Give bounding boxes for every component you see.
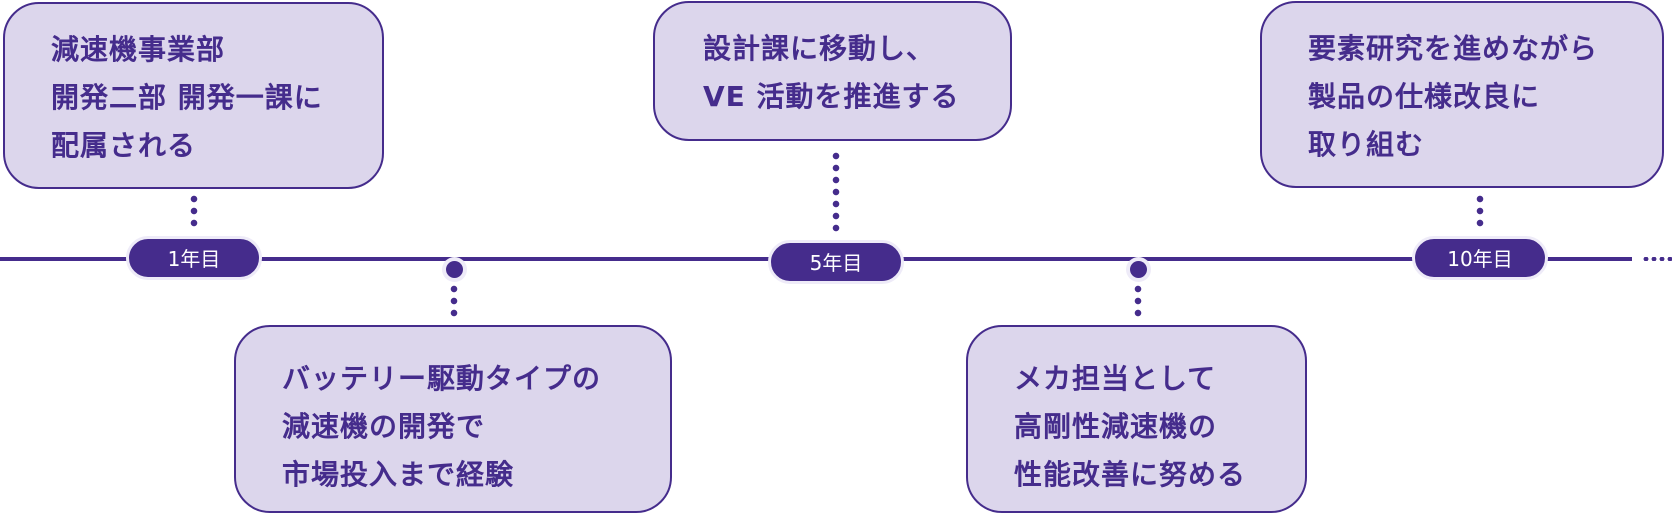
card-text-line: バッテリー駆動タイプの (282, 362, 602, 395)
timeline-card-year1: 減速機事業部 開発二部 開発一課に 配属される (3, 2, 384, 189)
card-text-line: 開発二部 開発一課に (51, 81, 323, 114)
timeline-card-year5: 設計課に移動し、 VE 活動を推進する (653, 1, 1012, 141)
card-text-line: 市場投入まで経験 (282, 458, 515, 491)
timeline-continuation-dots (1642, 257, 1672, 261)
card-text-line: 設計課に移動し、 (703, 32, 936, 65)
card-text-line: 性能改善に努める (1014, 458, 1247, 491)
card-text-line: 製品の仕様改良に (1308, 80, 1541, 113)
dotted-connector (1134, 283, 1142, 319)
timeline-card-battery-reducer: バッテリー駆動タイプの 減速機の開発で 市場投入まで経験 (234, 325, 672, 513)
card-text-line: 減速機事業部 (51, 33, 226, 66)
timeline-card-year10: 要素研究を進めながら 製品の仕様改良に 取り組む (1260, 1, 1664, 188)
card-text-line: 要素研究を進めながら (1308, 32, 1599, 65)
milestone-year10: 10年目 (1412, 236, 1548, 280)
card-text-line: 取り組む (1308, 128, 1425, 161)
card-text-line: メカ担当として (1014, 362, 1217, 395)
dotted-connector (1476, 193, 1484, 229)
card-text-line: 高剛性減速機の (1014, 410, 1218, 443)
dotted-connector (832, 150, 840, 234)
dotted-connector (190, 193, 198, 229)
timeline-card-mechanical: メカ担当として 高剛性減速機の 性能改善に努める (966, 325, 1307, 513)
milestone-year5: 5年目 (768, 240, 904, 284)
dotted-connector (450, 283, 458, 319)
timeline-node (446, 261, 463, 278)
card-text-line: VE 活動を推進する (703, 80, 960, 113)
card-text-line: 配属される (51, 129, 197, 162)
timeline-node (1130, 261, 1147, 278)
milestone-year1: 1年目 (126, 236, 262, 280)
card-text-line: 減速機の開発で (282, 410, 486, 443)
